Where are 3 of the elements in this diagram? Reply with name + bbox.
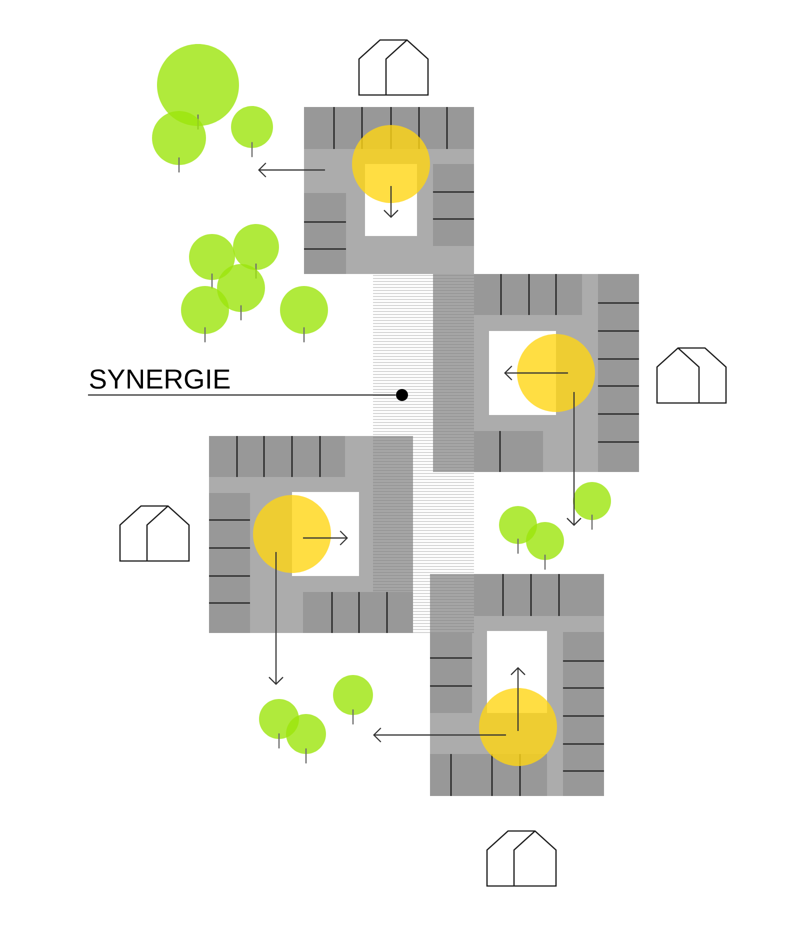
leader-dot — [396, 389, 408, 401]
callout-label: SYNERGIE — [90, 369, 230, 389]
leader-line — [88, 394, 396, 396]
